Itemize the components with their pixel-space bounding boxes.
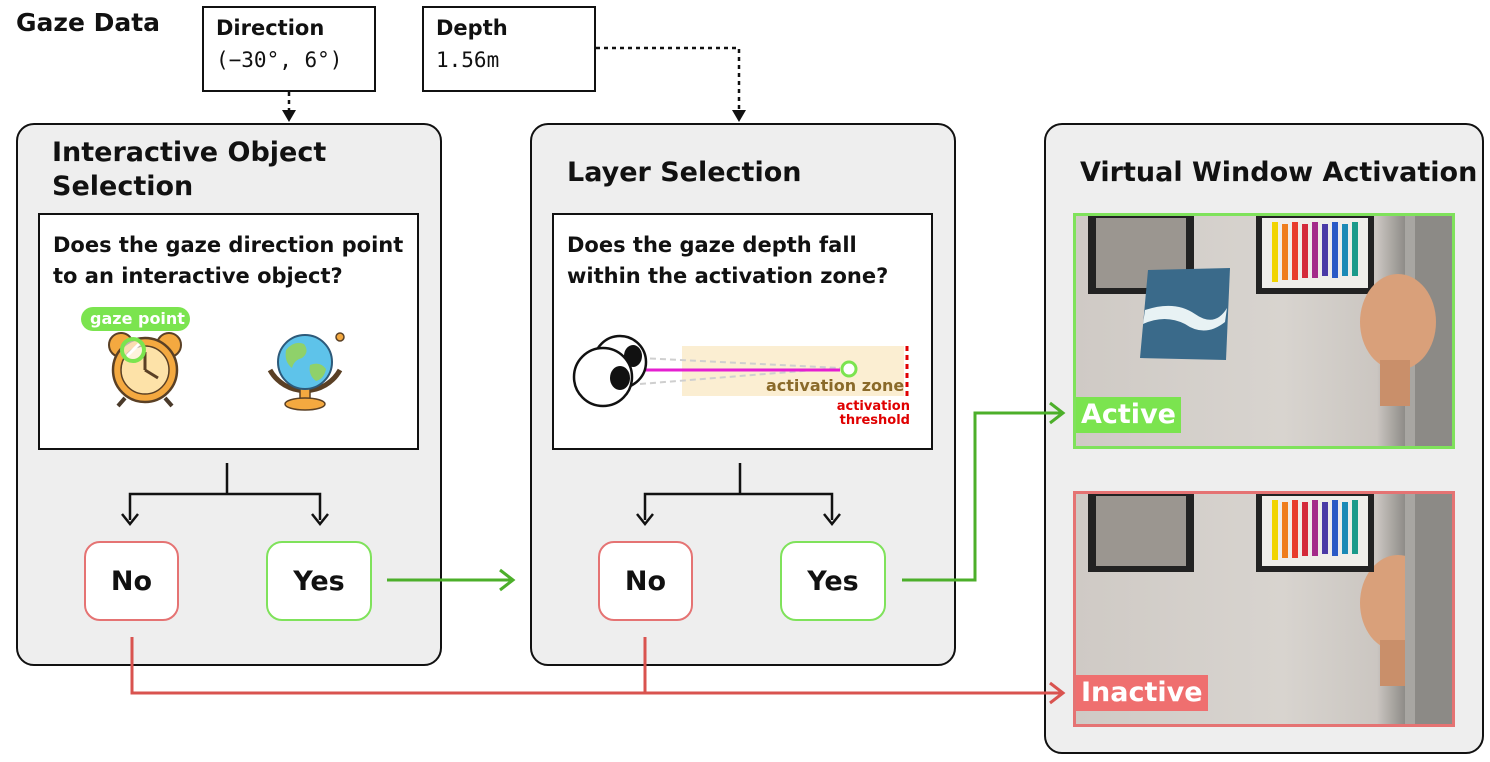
stage1-question: Does the gaze direction point to an inte… — [53, 233, 404, 288]
gaze-point-label: gaze point — [90, 309, 185, 328]
stage2-title: Layer Selection — [567, 157, 802, 188]
depth-value: 1.56m — [436, 48, 500, 72]
page-title: Gaze Data — [16, 8, 161, 37]
depth-box: Depth 1.56m — [422, 6, 596, 92]
direction-box: Direction (−30°, 6°) — [202, 6, 376, 92]
globe-icon — [267, 332, 345, 411]
yes-flow — [387, 401, 1066, 592]
paint-strokes-bottom — [1272, 500, 1358, 560]
paint-strokes-top — [1272, 222, 1358, 282]
stage1-question-box — [38, 213, 419, 450]
activation-threshold-label: activation threshold — [836, 399, 910, 428]
stage1-yes-option: Yes — [266, 541, 372, 621]
activation-zone-label: activation zone — [766, 376, 905, 395]
stage2-question-box — [552, 213, 933, 450]
depth-connector — [596, 46, 741, 110]
alarm-clock-icon — [108, 332, 182, 408]
depth-arrowhead — [732, 110, 746, 122]
stage2-question: Does the gaze depth fall within the acti… — [567, 233, 889, 288]
stage1-title: Interactive Object Selection — [52, 137, 327, 202]
stage2-no-label: No — [624, 565, 667, 597]
depth-label: Depth — [436, 16, 508, 40]
inactive-scene-details — [1088, 494, 1452, 724]
inactive-tag: Inactive — [1076, 675, 1208, 711]
active-tag: Active — [1076, 397, 1181, 433]
direction-arrowhead — [282, 110, 296, 122]
stage1-yes-label: Yes — [293, 565, 345, 597]
direction-value: (−30°, 6°) — [216, 48, 343, 72]
direction-label: Direction — [216, 16, 325, 40]
stage2-no-option: No — [598, 541, 693, 621]
activation-zone-diagram — [639, 346, 909, 396]
stage2-branch — [636, 463, 841, 527]
eyes-icon — [572, 334, 648, 408]
stage3-title: Virtual Window Activation — [1080, 157, 1478, 188]
stage2-yes-label: Yes — [807, 565, 859, 597]
stage1-branch — [121, 463, 329, 527]
stage2-yes-option: Yes — [780, 541, 886, 621]
no-flow — [130, 637, 1066, 705]
stage1-no-label: No — [110, 565, 153, 597]
stage1-no-option: No — [84, 541, 179, 621]
gaze-point-marker — [81, 307, 190, 363]
gaze-connectors — [287, 46, 741, 110]
